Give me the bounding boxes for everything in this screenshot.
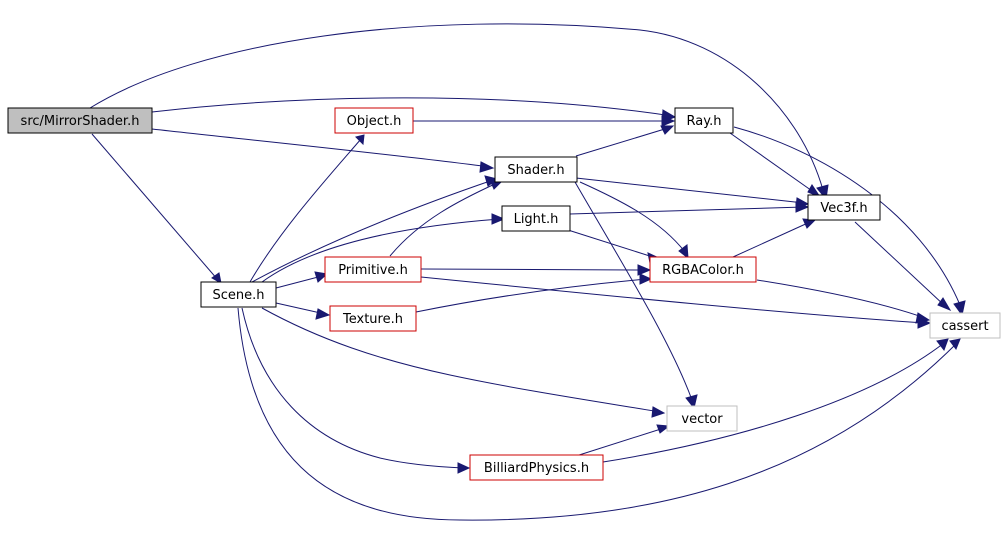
node-label-texture: Texture.h	[342, 312, 403, 327]
edge-shader-ray	[575, 127, 669, 157]
edge-primitive-rgba	[420, 268, 647, 271]
edge-light-rgba	[567, 229, 657, 259]
arrow-vec3f-cassert	[937, 297, 952, 312]
edge-mirror-shader	[151, 128, 491, 168]
edge-primitive-shader	[389, 182, 498, 257]
node-label-vec3f: Vec3f.h	[820, 201, 867, 216]
node-light[interactable]: Light.h	[501, 205, 571, 232]
edge-scene-light	[261, 218, 501, 283]
arrow-primitive-cassert	[917, 317, 932, 329]
edge-scene-cassert	[237, 307, 958, 521]
edge-texture-rgba	[415, 278, 648, 313]
edge-scene-vector	[261, 307, 661, 413]
node-scene[interactable]: Scene.h	[200, 281, 277, 308]
edge-scene-primitive	[275, 275, 323, 289]
dependency-nodes: src/MirrorShader.h Object.h Ray.hShader.hV…	[7, 107, 1001, 481]
node-ray[interactable]: Ray.h	[674, 107, 734, 134]
edge-scene-billiard	[241, 307, 465, 469]
node-box-primitive	[324, 256, 422, 283]
node-mirror[interactable]: src/MirrorShader.h	[7, 107, 153, 134]
edge-rgba-vec3f	[732, 221, 811, 258]
arrow-scene-vector	[651, 406, 666, 418]
node-label-object: Object.h	[347, 114, 402, 129]
node-box-vec3f	[807, 194, 881, 221]
arrow-billiard-cassert	[936, 338, 949, 352]
edge-light-vec3f	[569, 206, 805, 215]
node-box-rgba	[649, 256, 757, 283]
edge-ray-vec3f	[729, 132, 816, 194]
edge-shader-vector	[574, 181, 693, 401]
edge-billiard-vector	[575, 427, 665, 457]
edge-rgba-cassert	[756, 279, 926, 319]
edge-billiard-cassert	[602, 342, 945, 463]
arrow-mirror-shader	[479, 161, 495, 173]
arrow-shader-ray	[660, 125, 675, 135]
node-rgba[interactable]: RGBAColor.h	[649, 256, 757, 283]
node-box-light	[501, 205, 571, 232]
edge-vec3f-cassert	[854, 221, 946, 307]
node-box-vector	[666, 405, 738, 432]
arrow-light-vec3f	[795, 201, 810, 213]
node-box-ray	[674, 107, 734, 134]
node-label-vector: vector	[681, 412, 723, 427]
node-object[interactable]: Object.h	[334, 107, 414, 134]
arrow-primitive-rgba	[637, 264, 652, 276]
edge-mirror-ray	[151, 97, 673, 117]
node-texture[interactable]: Texture.h	[329, 305, 417, 332]
arrow-mirror-scene	[211, 272, 222, 284]
node-label-cassert: cassert	[941, 319, 988, 334]
node-primitive[interactable]: Primitive.h	[324, 256, 422, 283]
node-box-billiard	[469, 454, 604, 481]
node-label-scene: Scene.h	[212, 288, 264, 303]
arrow-scene-primitive	[314, 271, 329, 283]
edge-scene-texture	[275, 302, 326, 315]
node-box-scene	[200, 281, 277, 308]
node-vec3f[interactable]: Vec3f.h	[807, 194, 881, 221]
arrow-scene-texture	[315, 308, 331, 320]
arrow-shader-rgba	[678, 244, 689, 260]
edge-mirror-scene	[91, 133, 219, 281]
edge-shader-vec3f	[575, 177, 805, 204]
node-box-shader	[494, 156, 578, 183]
edge-scene-object	[249, 138, 362, 283]
node-label-shader: Shader.h	[507, 163, 564, 178]
node-vector[interactable]: vector	[666, 405, 738, 432]
arrow-scene-billiard	[457, 462, 471, 474]
node-box-texture	[329, 305, 417, 332]
arrow-billiard-vector	[656, 424, 671, 434]
node-box-cassert	[929, 312, 1001, 339]
edge-ray-cassert	[733, 126, 961, 306]
arrow-object-ray	[661, 115, 676, 127]
node-cassert[interactable]: cassert	[929, 312, 1001, 339]
dependency-edges	[89, 23, 966, 521]
node-box-object	[334, 107, 414, 134]
node-box-mirror	[7, 107, 153, 134]
node-label-mirror: src/MirrorShader.h	[21, 114, 140, 129]
edge-primitive-cassert	[420, 276, 927, 324]
arrow-ray-cassert	[953, 300, 966, 317]
node-label-primitive: Primitive.h	[338, 263, 408, 278]
node-billiard[interactable]: BilliardPhysics.h	[469, 454, 604, 481]
arrow-scene-object	[355, 134, 365, 146]
arrow-scene-cassert	[949, 338, 961, 351]
arrow-scene-light	[491, 213, 506, 225]
node-label-billiard: BilliardPhysics.h	[484, 461, 589, 476]
arrow-shader-vector	[685, 394, 698, 410]
node-label-ray: Ray.h	[687, 114, 722, 129]
node-shader[interactable]: Shader.h	[494, 156, 578, 183]
node-label-rgba: RGBAColor.h	[662, 263, 744, 278]
arrow-texture-rgba	[639, 273, 653, 285]
edge-scene-shader	[251, 179, 494, 283]
edge-mirror-vec3f	[89, 23, 824, 191]
node-label-light: Light.h	[514, 212, 559, 227]
